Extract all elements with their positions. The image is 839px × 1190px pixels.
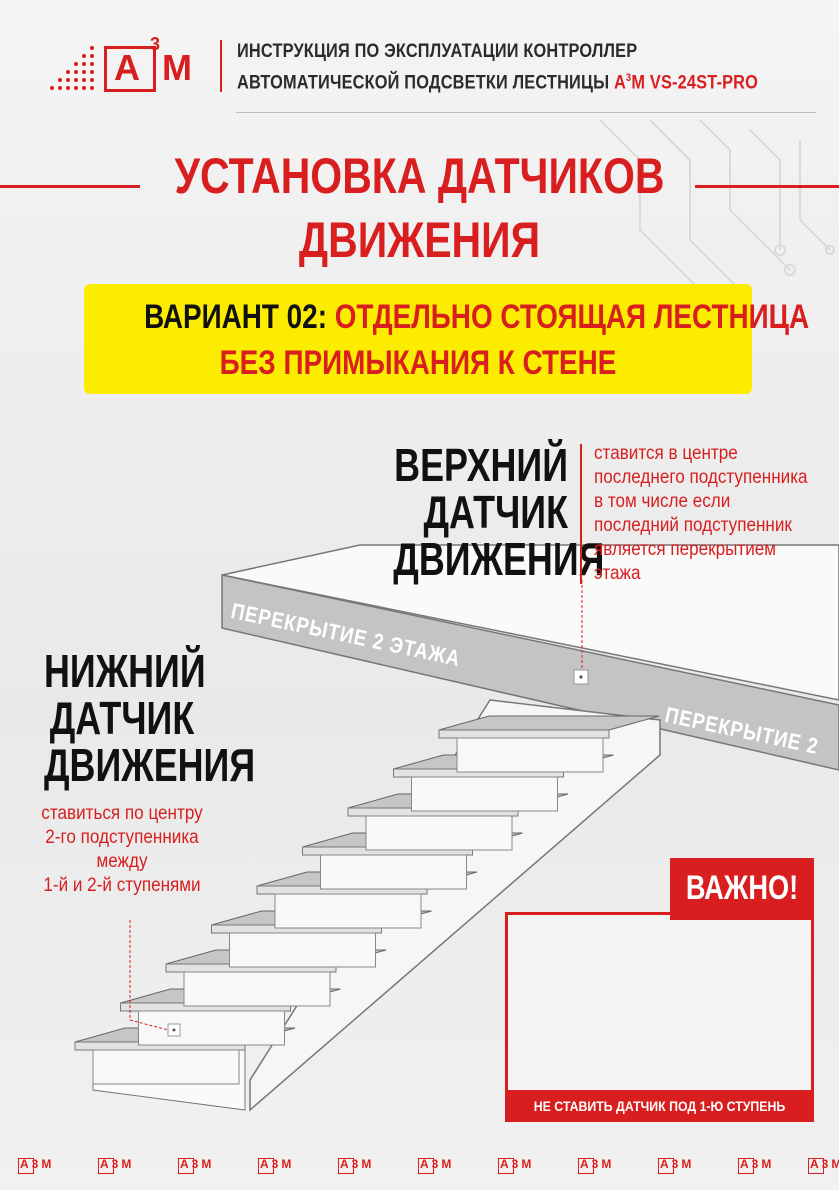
- header-line-2: АВТОМАТИЧЕСКОЙ ПОДСВЕТКИ ЛЕСТНИЦЫ А3М VS…: [237, 65, 758, 96]
- page-title-line-1: УСТАНОВКА ДАТЧИКОВ: [174, 148, 665, 204]
- variant-prefix: ВАРИАНТ 02:: [144, 298, 335, 336]
- step-riser: [229, 932, 376, 968]
- important-footer-text: НЕ СТАВИТЬ ДАТЧИК ПОД 1-Ю СТУПЕНЬ: [533, 1098, 786, 1114]
- step-riser: [320, 854, 467, 890]
- lower-note-line-1: ставиться по центру: [41, 803, 203, 824]
- footer-mini-logo-text: А3М: [580, 1157, 615, 1171]
- logo-letter-m: М: [162, 47, 192, 88]
- footer-mini-logo-text: А3М: [340, 1157, 375, 1171]
- footer-mini-logo-frame: [258, 1158, 274, 1174]
- lower-label-line-2: ДАТЧИК: [49, 692, 195, 744]
- variant-line-1-red: ОТДЕЛЬНО СТОЯЩАЯ ЛЕСТНИЦА: [334, 298, 810, 336]
- header-model-rest: М VS-24ST-PRO: [631, 72, 759, 94]
- step-riser: [92, 1049, 240, 1085]
- footer-mini-logo-frame: [178, 1158, 194, 1174]
- footer-mini-logo: А3М: [650, 1152, 691, 1176]
- upper-note-divider: [580, 444, 582, 584]
- footer-mini-logo: А3М: [330, 1152, 371, 1176]
- header-rule: [236, 112, 816, 113]
- upper-label-line-3: ДВИЖЕНИЯ: [393, 533, 605, 585]
- upper-note-line-5: является перекрытием: [594, 539, 777, 560]
- variant-box: ВАРИАНТ 02: ОТДЕЛЬНО СТОЯЩАЯ ЛЕСТНИЦА БЕ…: [84, 284, 809, 394]
- logo-frame: [104, 46, 156, 92]
- footer-mini-logo: А3М: [10, 1152, 51, 1176]
- upper-note-line-6: этажа: [594, 563, 641, 584]
- upper-note-line-1: ставится в центре: [594, 443, 738, 464]
- page-title-line-2: ДВИЖЕНИЯ: [298, 212, 541, 268]
- lower-label-line-3: ДВИЖЕНИЯ: [44, 739, 256, 791]
- header-line-2-black: АВТОМАТИЧЕСКОЙ ПОДСВЕТКИ ЛЕСТНИЦЫ: [237, 72, 614, 94]
- footer-mini-logo-frame: [498, 1158, 514, 1174]
- upper-note-line-3: в том числе если: [594, 491, 731, 512]
- floor-slab: [221, 544, 839, 771]
- footer-mini-logo-frame: [98, 1158, 114, 1174]
- footer-mini-logo-text: А3М: [180, 1157, 215, 1171]
- footer-mini-logo-frame: [738, 1158, 754, 1174]
- footer-mini-logo: А3М: [410, 1152, 451, 1176]
- upper-label-line-1: ВЕРХНИЙ: [394, 439, 568, 491]
- important-footer: НЕ СТАВИТЬ ДАТЧИК ПОД 1-Ю СТУПЕНЬ: [505, 1090, 814, 1122]
- header-model-a: А: [613, 72, 626, 94]
- footer-mini-logo-frame: [18, 1158, 34, 1174]
- lower-sensor-marker: [129, 920, 181, 1037]
- logo-superscript: 3: [150, 34, 161, 54]
- logo-dots: [50, 46, 94, 90]
- lower-note-line-3: между: [96, 851, 148, 872]
- upper-sensor-note: ставится в центре последнего подступенни…: [594, 442, 808, 586]
- footer-mini-logo-text: А3М: [100, 1157, 135, 1171]
- footer-mini-logo-frame: [658, 1158, 674, 1174]
- brand-logo: А 3 М: [104, 34, 200, 92]
- footer-mini-logo-frame: [578, 1158, 594, 1174]
- footer-mini-logo-text: А3М: [20, 1157, 55, 1171]
- footer-mini-logo: А3М: [730, 1152, 771, 1176]
- upper-sensor-label: ВЕРХНИЙ ДАТЧИК ДВИЖЕНИЯ: [393, 439, 605, 585]
- title-rule-left: [0, 185, 140, 188]
- step-riser: [274, 893, 422, 929]
- footer-mini-logo-text: А3М: [500, 1157, 535, 1171]
- upper-sensor-marker: [573, 580, 589, 685]
- footer-mini-logo: А3М: [250, 1152, 291, 1176]
- footer-mini-logo-text: А3М: [660, 1157, 695, 1171]
- step-riser: [365, 815, 513, 851]
- step-nosing: [438, 729, 610, 739]
- footer-mini-logo-frame: [338, 1158, 354, 1174]
- step-riser: [456, 737, 604, 773]
- title-rule-right: [695, 185, 839, 188]
- lower-note-line-2: 2-го подступенника: [45, 827, 199, 848]
- footer-mini-logo-text: А3М: [810, 1157, 839, 1171]
- document-header: ИНСТРУКЦИЯ ПО ЭКСПЛУАТАЦИИ КОНТРОЛЛЕР АВ…: [237, 38, 758, 96]
- footer-mini-logo: А3М: [170, 1152, 211, 1176]
- footer-mini-logo: А3М: [90, 1152, 131, 1176]
- header-line-1: ИНСТРУКЦИЯ ПО ЭКСПЛУАТАЦИИ КОНТРОЛЛЕР: [237, 41, 638, 62]
- variant-line-1: ВАРИАНТ 02: ОТДЕЛЬНО СТОЯЩАЯ ЛЕСТНИЦА: [144, 294, 809, 340]
- footer-mini-logo-frame: [808, 1158, 824, 1174]
- stair-steps: [74, 715, 660, 1111]
- important-frame: [505, 912, 814, 1122]
- lower-label-line-1: НИЖНИЙ: [44, 645, 206, 697]
- footer-mini-logo-text: А3М: [740, 1157, 775, 1171]
- logo-letter-a: А: [114, 47, 140, 88]
- lower-sensor-note: ставиться по центру 2-го подступенника м…: [28, 802, 215, 898]
- important-banner: ВАЖНО!: [670, 858, 814, 920]
- lower-sensor-label: НИЖНИЙ ДАТЧИК ДВИЖЕНИЯ: [44, 645, 256, 791]
- footer-mini-logo-frame: [418, 1158, 434, 1174]
- step-riser: [183, 971, 331, 1007]
- footer-mini-logo: А3М: [800, 1152, 839, 1176]
- footer-mini-logo-text: А3М: [420, 1157, 455, 1171]
- upper-note-line-4: последний подступенник: [594, 515, 792, 536]
- footer-mini-logo: А3М: [490, 1152, 531, 1176]
- step-riser: [411, 776, 558, 812]
- header-model-sup: 3: [625, 72, 632, 84]
- footer-logo-row: А3МА3МА3МА3МА3МА3МА3МА3МА3МА3МА3М: [0, 1152, 839, 1182]
- lower-note-line-4: 1-й и 2-й ступенями: [43, 875, 201, 896]
- footer-mini-logo: А3М: [570, 1152, 611, 1176]
- header-divider: [220, 40, 222, 92]
- footer-mini-logo-text: А3М: [260, 1157, 295, 1171]
- upper-note-line-2: последнего подступенника: [594, 467, 808, 488]
- variant-line-2: БЕЗ ПРИМЫКАНИЯ К СТЕНЕ: [219, 344, 617, 382]
- upper-label-line-2: ДАТЧИК: [423, 486, 568, 538]
- important-title: ВАЖНО!: [685, 869, 799, 907]
